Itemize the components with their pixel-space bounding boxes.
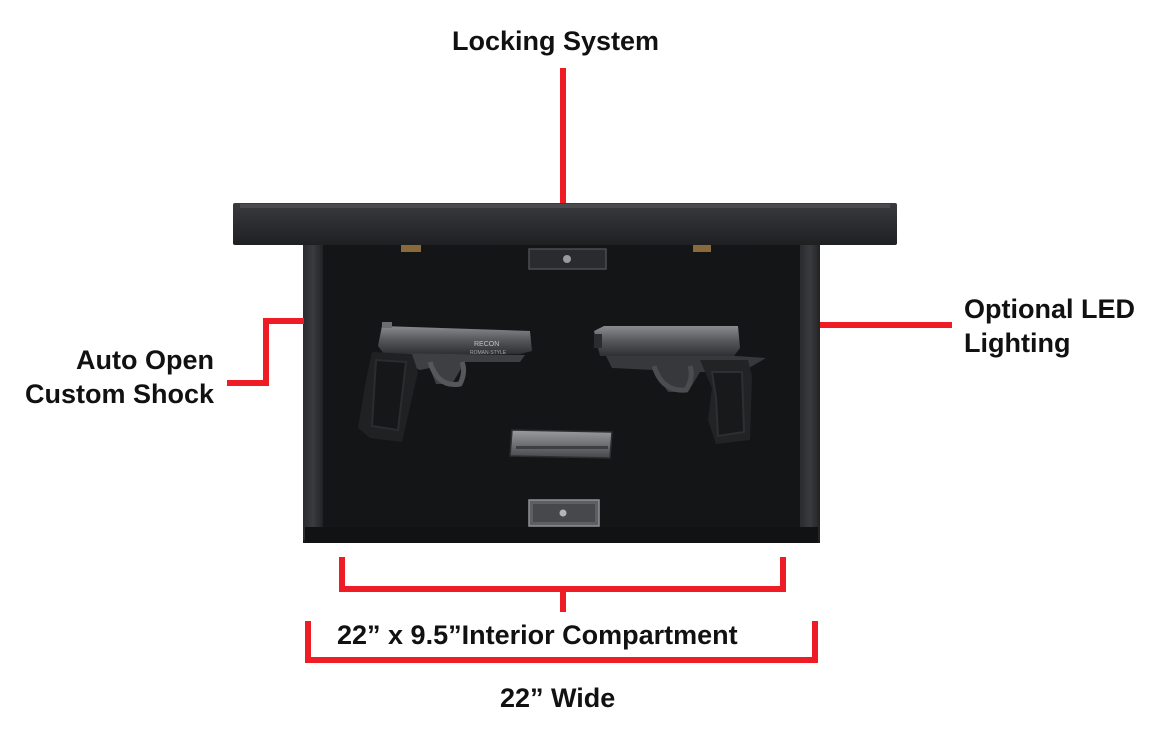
pistol-right-grip-panel [710, 371, 746, 438]
hinge-right [693, 245, 711, 252]
pistol-left-grip-panel [370, 358, 408, 432]
label-auto-open-line-2: Custom Shock [24, 379, 214, 409]
hinge-left [401, 245, 421, 252]
label-auto-open: Auto Open Custom Shock [25, 343, 214, 411]
label-interior-compartment: 22” x 9.5”Interior Compartment [337, 620, 738, 650]
label-auto-open-line-1: Auto Open [76, 345, 214, 375]
lid-edge-highlight [240, 204, 890, 208]
pistol-left-frame [382, 353, 525, 384]
callout-width-bracket [305, 621, 818, 663]
case-right-wall [800, 240, 820, 540]
pistol-left-trigger-guard [427, 361, 467, 388]
lid [233, 203, 897, 245]
label-led-lighting: Optional LED Lighting [964, 292, 1135, 360]
label-led-lighting-line-1: Optional LED [964, 294, 1135, 324]
case-bottom-rail [305, 527, 818, 543]
pistol-right [594, 326, 766, 444]
pistol-left-marking-2: ROMAN·STYLE [470, 350, 507, 356]
magazine [509, 429, 613, 459]
latch-plate [528, 499, 600, 527]
pistol-right-trigger-guard [651, 365, 694, 393]
pistol-left-slide [378, 326, 532, 354]
lid-panel [233, 203, 897, 245]
label-locking-system: Locking System [452, 26, 660, 56]
pistol-left-marking-1: RECON [474, 341, 499, 348]
callout-auto-open [227, 318, 304, 386]
callout-interior-bracket [339, 557, 786, 592]
case-left-wall [303, 240, 323, 540]
lock-strike-plate [528, 248, 607, 270]
pistol-left: RECON ROMAN·STYLE [358, 322, 532, 442]
pistol-right-slide [594, 326, 740, 356]
callouts [227, 68, 952, 663]
label-led-lighting-line-2: Lighting [964, 328, 1071, 358]
label-width: 22” Wide [500, 683, 616, 713]
